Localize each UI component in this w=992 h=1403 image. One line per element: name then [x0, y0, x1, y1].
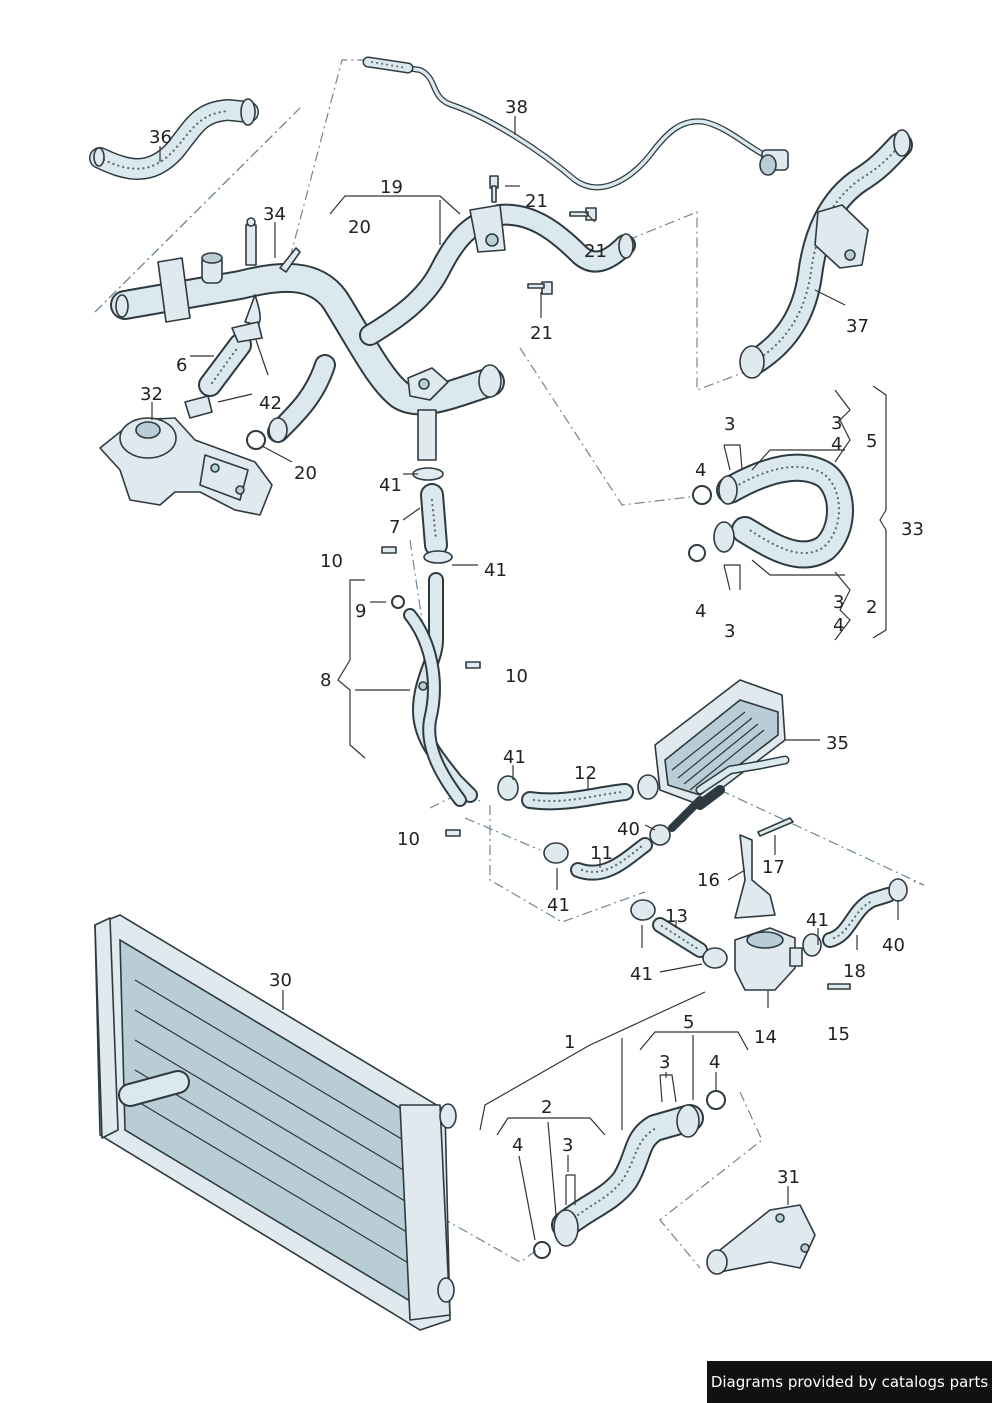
hose-37[interactable] [739, 129, 913, 379]
hose-6[interactable] [184, 321, 263, 419]
label-4-b: 4 [695, 460, 706, 481]
bolt-15[interactable] [827, 983, 851, 990]
o-ring-9[interactable] [391, 595, 405, 609]
o-ring-4-lower[interactable] [688, 544, 706, 562]
label-31: 31 [777, 1167, 800, 1188]
o-ring-4-bottom-right[interactable] [706, 1090, 726, 1110]
o-ring-4-bottom-left[interactable] [533, 1241, 551, 1259]
label-12: 12 [574, 763, 597, 784]
label-6: 6 [176, 355, 187, 376]
label-20-low: 20 [294, 463, 317, 484]
label-1: 1 [564, 1032, 575, 1053]
label-38: 38 [505, 97, 528, 118]
label-2-bottom: 2 [541, 1097, 552, 1118]
label-41-c: 41 [503, 747, 526, 768]
label-42: 42 [259, 393, 282, 414]
label-3-e: 3 [659, 1052, 670, 1073]
label-21-top: 21 [525, 191, 548, 212]
o-ring-20[interactable] [246, 430, 266, 450]
label-3-d: 3 [724, 621, 735, 642]
label-37: 37 [846, 316, 869, 337]
label-41-d: 41 [547, 895, 570, 916]
main-coolant-pipe[interactable] [110, 203, 636, 461]
label-30: 30 [269, 970, 292, 991]
pump-14[interactable] [734, 927, 803, 991]
label-4-c: 4 [695, 601, 706, 622]
label-4-f: 4 [709, 1052, 720, 1073]
label-10-c: 10 [397, 829, 420, 850]
label-7: 7 [389, 517, 400, 538]
bolt-21-low[interactable] [527, 281, 553, 295]
label-14: 14 [754, 1027, 777, 1048]
label-41-a: 41 [379, 475, 402, 496]
label-40-a: 40 [617, 819, 640, 840]
label-4-a: 4 [831, 434, 842, 455]
label-32: 32 [140, 384, 163, 405]
water-pump-32[interactable] [99, 417, 273, 516]
label-19: 19 [380, 177, 403, 198]
label-33: 33 [901, 519, 924, 540]
flange-31[interactable] [706, 1204, 816, 1275]
label-41-b: 41 [484, 560, 507, 581]
hose-13[interactable] [630, 899, 728, 969]
oil-cooler-35[interactable] [654, 679, 790, 810]
bolt-10-a[interactable] [381, 546, 397, 554]
hose-1[interactable] [551, 1074, 704, 1247]
label-13: 13 [665, 906, 688, 927]
label-5-bottom: 5 [683, 1012, 694, 1033]
label-3-f: 3 [562, 1135, 573, 1156]
hose-20[interactable] [267, 354, 336, 443]
label-40-b: 40 [882, 935, 905, 956]
label-11: 11 [590, 843, 613, 864]
leader-lines [151, 116, 899, 1241]
label-41-e: 41 [806, 910, 829, 931]
label-3-b: 3 [831, 413, 842, 434]
label-8: 8 [320, 670, 331, 691]
label-41-f: 41 [630, 964, 653, 985]
label-10-a: 10 [320, 551, 343, 572]
label-5: 5 [866, 431, 877, 452]
label-35: 35 [826, 733, 849, 754]
label-34: 34 [263, 204, 286, 225]
pipe-38[interactable] [362, 56, 789, 191]
label-10-b: 10 [505, 666, 528, 687]
hose-assembly-33[interactable] [713, 444, 854, 591]
label-36: 36 [149, 127, 172, 148]
hose-36[interactable] [89, 98, 259, 180]
label-16: 16 [697, 870, 720, 891]
label-3-a: 3 [724, 414, 735, 435]
radiator-30[interactable] [94, 914, 457, 1331]
label-2: 2 [866, 597, 877, 618]
pipe-8[interactable] [403, 572, 478, 807]
bolt-10-c[interactable] [445, 829, 461, 837]
label-15: 15 [827, 1024, 850, 1045]
credit-banner: Diagrams provided by catalogs parts [707, 1361, 992, 1403]
o-ring-4-upper[interactable] [692, 485, 712, 505]
label-17: 17 [762, 857, 785, 878]
bolt-21-mid[interactable] [569, 207, 597, 221]
label-3-c: 3 [833, 592, 844, 613]
bolt-21-top[interactable] [489, 175, 499, 203]
hose-7[interactable] [412, 467, 453, 564]
hose-18[interactable] [802, 878, 908, 957]
label-18: 18 [843, 961, 866, 982]
label-4-g: 4 [512, 1135, 523, 1156]
label-9: 9 [355, 601, 366, 622]
hose-12[interactable] [497, 774, 659, 811]
label-4-d: 4 [833, 615, 844, 636]
label-21-mid: 21 [584, 241, 607, 262]
bracket-16[interactable] [734, 817, 794, 919]
bolt-10-b[interactable] [465, 661, 481, 669]
callout-labels: 36 38 34 19 20 21 21 21 37 6 42 32 20 33… [140, 97, 924, 1188]
label-21-low: 21 [530, 323, 553, 344]
label-20-top: 20 [348, 217, 371, 238]
